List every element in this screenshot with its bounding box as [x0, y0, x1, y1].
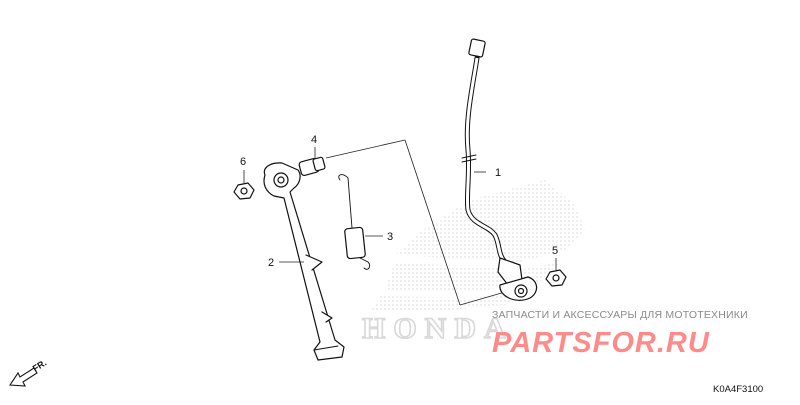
side-stand-switch — [461, 38, 538, 301]
front-direction-label: FR. — [31, 358, 49, 374]
honda-brand-watermark: HONDA — [362, 312, 514, 345]
flange-nut-6 — [233, 182, 255, 200]
callout-5: 5 — [552, 245, 558, 257]
pivot-bolt — [298, 156, 326, 177]
side-stand — [263, 162, 345, 361]
callout-6: 6 — [240, 156, 246, 168]
flange-nut-5 — [545, 269, 567, 287]
callout-1: 1 — [495, 167, 501, 179]
watermark-site: PARTSFOR.RU — [492, 327, 710, 359]
callout-leaders — [243, 147, 557, 270]
watermark-subtitle: ЗАПЧАСТИ И АКСЕССУАРЫ ДЛЯ МОТОТЕХНИКИ — [492, 309, 748, 321]
callout-4: 4 — [311, 134, 317, 146]
side-stand-spring — [338, 174, 371, 270]
perspective-outline — [325, 139, 506, 306]
diagram-code: K0A4F3100 — [713, 384, 763, 395]
front-direction-arrow: FR. — [9, 358, 49, 387]
callout-2: 2 — [268, 257, 274, 269]
callout-3: 3 — [387, 231, 393, 243]
